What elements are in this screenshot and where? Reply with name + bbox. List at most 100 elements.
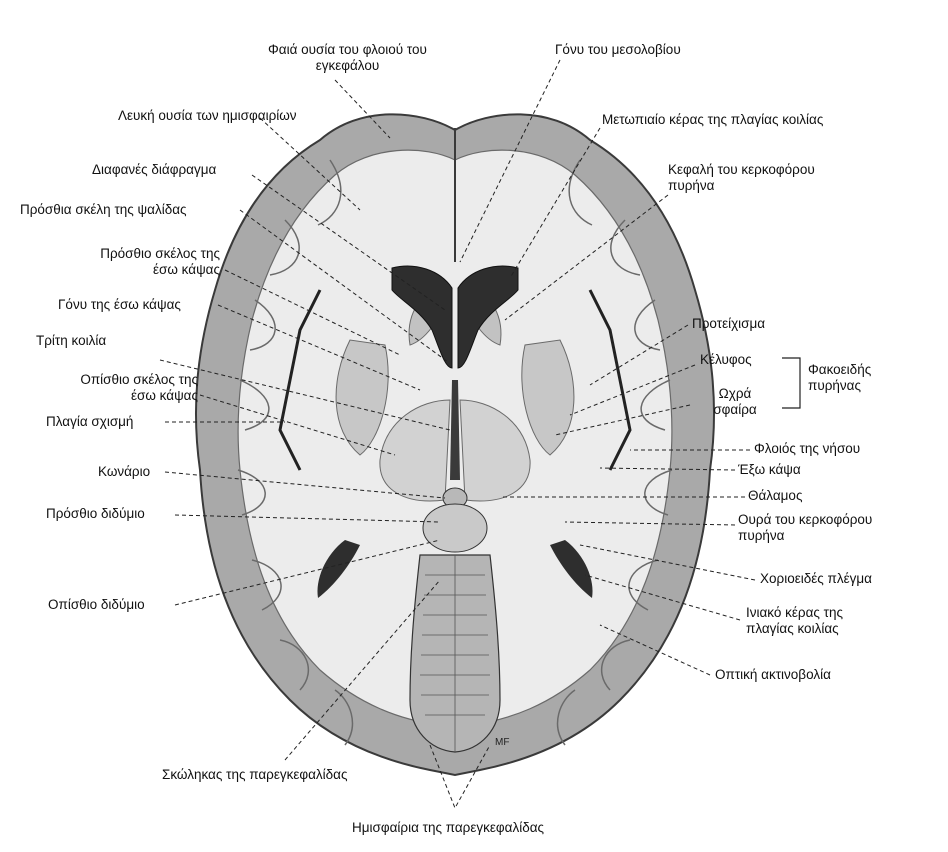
label-caudate-tail: Ουρά του κερκοφόρου πυρήνα <box>738 512 872 544</box>
label-line: εγκεφάλου <box>315 58 380 73</box>
thalamus-right <box>459 399 531 502</box>
label-inferior-colliculus: Οπίσθιο διδύμιο <box>48 597 145 613</box>
label-line: Κεφαλή του κερκοφόρου <box>668 162 815 177</box>
leader-optic-radiation <box>599 624 711 676</box>
lateral-sulcus-left <box>278 289 322 471</box>
leader-frontal-horn <box>509 127 601 279</box>
label-thalamus: Θάλαμος <box>748 488 802 504</box>
bracket-lentiform <box>782 357 801 409</box>
label-optic-radiation: Οπτική ακτινοβολία <box>715 667 831 683</box>
label-line: Οπτική ακτινοβολία <box>715 667 831 682</box>
label-globus-pallidus: Ωχρά σφαίρα <box>700 386 770 418</box>
label-line: Γόνυ του μεσολοβίου <box>555 42 681 57</box>
leader-int-capsule-ant <box>224 269 401 356</box>
leader-white-matter <box>259 117 361 211</box>
label-occipital-horn: Ινιακό κέρας της πλαγίας κοιλίας <box>746 605 843 637</box>
label-line: Προτείχισμα <box>692 316 766 331</box>
label-lateral-sulcus: Πλαγία σχισμή <box>46 414 133 430</box>
label-line: πυρήνα <box>738 528 785 543</box>
lentiform-nucleus-right <box>521 339 575 456</box>
label-line: Πρόσθιο σκέλος της <box>100 246 220 261</box>
label-caudate-head: Κεφαλή του κερκοφόρου πυρήνα <box>668 162 815 194</box>
third-ventricle <box>450 380 460 480</box>
leader-lines <box>159 59 801 810</box>
label-line: Φλοιός της νήσου <box>754 441 861 456</box>
leader-corpus-callosum <box>459 59 561 263</box>
leader-third-ventricle <box>159 359 451 431</box>
label-line: Σκώληκας της παρεγκεφαλίδας <box>162 767 348 782</box>
label-line: Χοριοειδές πλέγμα <box>760 571 872 586</box>
leader-claustrum <box>589 324 689 386</box>
label-line: Μετωπιαίο κέρας της πλαγίας κοιλίας <box>602 112 824 127</box>
label-line: Ημισφαίρια της παρεγκεφαλίδας <box>352 820 545 835</box>
label-line: σφαίρα <box>713 402 757 417</box>
label-line: Πρόσθιο διδύμιο <box>46 506 145 521</box>
label-external-capsule: Έξω κάψα <box>738 462 801 478</box>
label-third-ventricle: Τρίτη κοιλία <box>36 333 106 349</box>
label-line: Γόνυ της έσω κάψας <box>58 297 181 312</box>
label-int-capsule-anterior: Πρόσθιο σκέλος της έσω κάψας <box>50 246 220 278</box>
label-line: Κωνάριο <box>98 464 151 479</box>
label-line: Φαιά ουσία του φλοιού του <box>268 42 427 57</box>
label-line: πυρήνα <box>668 178 715 193</box>
label-line: Οπίσθιο διδύμιο <box>48 597 145 612</box>
lateral-sulcus-right <box>588 289 632 471</box>
leader-choroid-plexus <box>579 544 756 581</box>
label-line: Πρόσθια σκέλη της ψαλίδας <box>20 202 187 217</box>
label-septum: Διαφανές διάφραγμα <box>92 162 216 178</box>
leader-globus-pallidus <box>554 404 691 436</box>
label-insula-cortex: Φλοιός της νήσου <box>754 441 860 457</box>
label-claustrum: Προτείχισμα <box>692 316 765 332</box>
colliculi <box>422 503 488 553</box>
leader-fornix <box>239 209 449 363</box>
label-lentiform-nucleus: Φακοειδής πυρήνας <box>808 362 871 394</box>
lentiform-nucleus-left <box>335 339 389 456</box>
label-line: Πλαγία σχισμή <box>46 414 134 429</box>
label-line: Θάλαμος <box>748 488 803 503</box>
leader-inf-colliculus <box>174 539 441 606</box>
cerebellar-folia <box>420 555 490 752</box>
label-line: Κέλυφος <box>700 352 752 367</box>
label-line: Ινιακό κέρας της <box>746 605 844 620</box>
leader-putamen <box>569 364 696 416</box>
leader-int-capsule-genu <box>217 304 421 391</box>
leader-vermis <box>284 579 441 761</box>
leader-ext-capsule <box>599 467 736 471</box>
occipital-horn-left <box>317 540 360 598</box>
label-line: Φακοειδής <box>808 362 872 377</box>
label-line: πλαγίας κοιλίας <box>746 621 839 636</box>
label-corpus-callosum-genu: Γόνυ του μεσολοβίου <box>555 42 681 58</box>
leader-cerebellar-hemispheres <box>429 744 491 810</box>
label-fornix-anterior: Πρόσθια σκέλη της ψαλίδας <box>20 202 187 218</box>
label-grey-matter: Φαιά ουσία του φλοιού του εγκεφάλου <box>268 42 427 74</box>
thalamus-left <box>379 399 451 502</box>
cortical-folds-right <box>556 159 673 746</box>
label-line: Ουρά του κερκοφόρου <box>738 512 873 527</box>
cortical-folds-left <box>237 159 354 746</box>
label-line: Λευκή ουσία των ημισφαιρίων <box>118 108 297 123</box>
label-cerebellar-hemispheres: Ημισφαίρια της παρεγκεφαλίδας <box>352 820 544 836</box>
label-int-capsule-posterior: Οπίσθιο σκέλος της έσω κάψας <box>10 372 198 404</box>
label-line: Έξω κάψα <box>738 462 801 477</box>
label-pineal: Κωνάριο <box>98 464 150 480</box>
label-line: έσω κάψας <box>131 388 198 403</box>
leader-int-capsule-post <box>199 394 396 456</box>
leader-septum <box>251 174 446 311</box>
label-line: Ωχρά <box>718 386 752 401</box>
label-int-capsule-genu: Γόνυ της έσω κάψας <box>58 297 181 313</box>
leader-grey-matter <box>334 79 391 139</box>
label-vermis: Σκώληκας της παρεγκεφαλίδας <box>162 767 348 783</box>
label-line: έσω κάψας <box>153 262 220 277</box>
label-white-matter: Λευκή ουσία των ημισφαιρίων <box>118 108 297 124</box>
label-line: Διαφανές διάφραγμα <box>92 162 217 177</box>
leader-sup-colliculus <box>174 514 441 523</box>
leader-occipital-horn <box>584 574 741 621</box>
occipital-horn-right <box>550 540 593 598</box>
label-superior-colliculus: Πρόσθιο διδύμιο <box>46 506 145 522</box>
leader-pineal <box>164 471 446 499</box>
label-putamen: Κέλυφος <box>700 352 752 368</box>
leader-caudate-tail <box>564 521 736 526</box>
leader-caudate-head <box>504 194 669 321</box>
